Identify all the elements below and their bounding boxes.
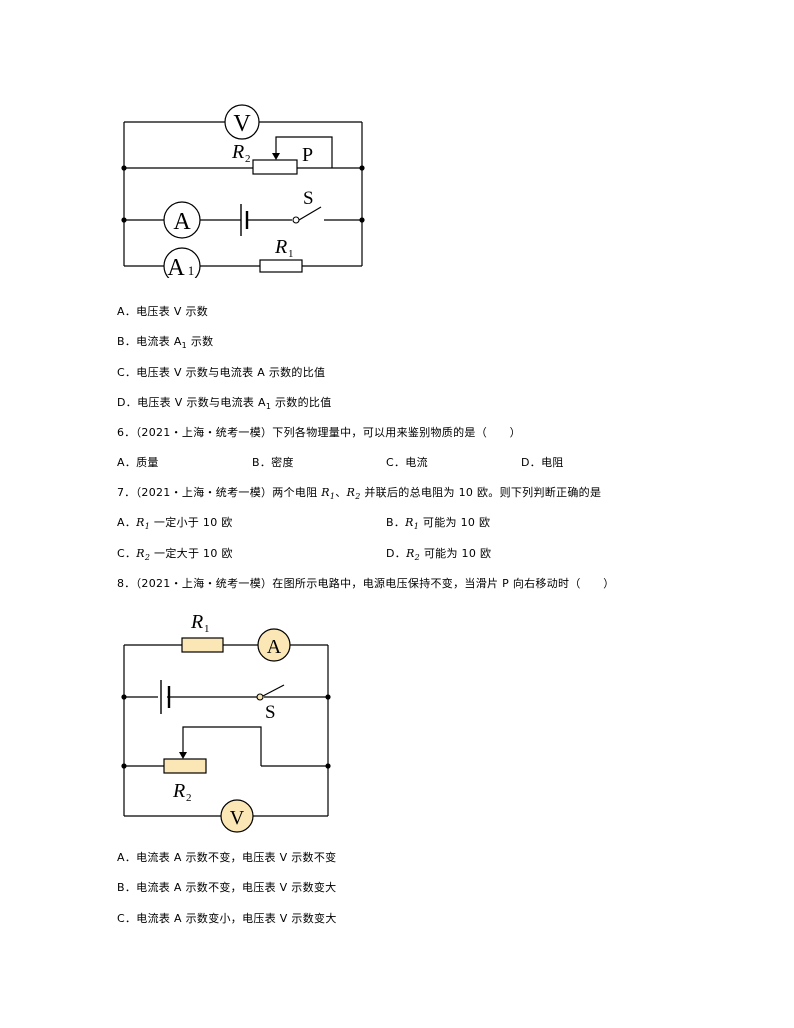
svg-text:A: A bbox=[167, 255, 185, 278]
q7-a-pre: A． bbox=[117, 516, 137, 529]
q7-c-sub: 2 bbox=[144, 553, 151, 562]
q5-option-c: C．电压表 V 示数与电流表 A 示数的比值 bbox=[117, 366, 326, 379]
q7-option-a: A．R1 一定小于 10 欧 bbox=[117, 516, 233, 534]
q8-option-c: C．电流表 A 示数变小，电压表 V 示数变大 bbox=[117, 912, 337, 925]
q7-r2: R bbox=[346, 486, 356, 499]
r2-label: R bbox=[231, 141, 244, 163]
q7-option-c: C．R2 一定大于 10 欧 bbox=[117, 547, 233, 565]
svg-text:A: A bbox=[267, 636, 282, 658]
r2-label-sub: 2 bbox=[245, 153, 251, 165]
slider-label: P bbox=[302, 144, 313, 166]
ammeter: A bbox=[163, 201, 201, 239]
q7-stem: 7．（2021・上海・统考一模）两个电阻 R1、R2 并联后的总电阻为 10 欧… bbox=[117, 486, 601, 504]
q5-option-d-text: D．电压表 V 示数与电流表 A bbox=[117, 396, 266, 409]
q7-d-post: 可能为 10 欧 bbox=[420, 547, 492, 560]
q8-option-a: A．电流表 A 示数不变，电压表 V 示数不变 bbox=[117, 851, 337, 864]
q5-option-b-sub: 1 bbox=[181, 341, 188, 350]
q7-b-r: R bbox=[405, 516, 414, 529]
q7-c-post: 一定大于 10 欧 bbox=[150, 547, 233, 560]
r1-label: R bbox=[274, 236, 287, 258]
q7-r1-sub: 1 bbox=[329, 492, 336, 501]
q7-r2-sub: 2 bbox=[355, 492, 361, 501]
svg-text:1: 1 bbox=[188, 263, 195, 278]
q7-option-d: D．R2 可能为 10 欧 bbox=[386, 547, 491, 565]
q5-option-d-sub: 1 bbox=[265, 402, 272, 411]
q5-option-b: B．电流表 A1 示数 bbox=[117, 335, 213, 353]
circuit-diagram-2: A V R 1 S R 2 bbox=[121, 611, 331, 833]
switch-label-2: S bbox=[265, 702, 276, 723]
q5-option-b-text: B．电流表 A bbox=[117, 335, 182, 348]
r2-label-2-sub: 2 bbox=[186, 792, 192, 804]
r1-label-sub: 1 bbox=[288, 248, 294, 260]
q5-option-b-tail: 示数 bbox=[187, 335, 214, 348]
r1-label-2: R bbox=[190, 611, 203, 633]
q6-option-c: C．电流 bbox=[386, 456, 428, 469]
svg-text:A: A bbox=[173, 209, 191, 235]
voltmeter: V bbox=[224, 104, 260, 140]
q7-stem-post: 并联后的总电阻为 10 欧。则下列判断正确的是 bbox=[360, 486, 602, 499]
q7-a-post: 一定小于 10 欧 bbox=[150, 516, 233, 529]
q7-c-r: R bbox=[136, 547, 145, 560]
q6-option-a: A．质量 bbox=[117, 456, 159, 469]
q7-a-r: R bbox=[136, 516, 145, 529]
svg-text:V: V bbox=[230, 807, 245, 829]
q6-option-d: D．电阻 bbox=[521, 456, 564, 469]
q7-d-pre: D． bbox=[386, 547, 407, 560]
q8-stem: 8．（2021・上海・统考一模）在图所示电路中，电源电压保持不变，当滑片 P 向… bbox=[117, 577, 615, 590]
q5-option-d: D．电压表 V 示数与电流表 A1 示数的比值 bbox=[117, 396, 332, 414]
q7-sep: 、 bbox=[335, 486, 347, 499]
voltmeter-2: V bbox=[220, 799, 254, 833]
q7-a-sub: 1 bbox=[144, 522, 151, 531]
q7-c-pre: C． bbox=[117, 547, 137, 560]
q7-b-post: 可能为 10 欧 bbox=[419, 516, 491, 529]
q7-b-pre: B． bbox=[386, 516, 406, 529]
switch-label: S bbox=[303, 188, 314, 209]
q6-stem: 6．（2021・上海・统考一模）下列各物理量中，可以用来鉴别物质的是（ ） bbox=[117, 426, 521, 439]
q7-d-r: R bbox=[406, 547, 415, 560]
circuit-diagram-1: V A A 1 R 2 P S R 1 bbox=[121, 104, 365, 278]
q6-option-b: B．密度 bbox=[252, 456, 294, 469]
q8-option-b: B．电流表 A 示数不变，电压表 V 示数变大 bbox=[117, 881, 337, 894]
q5-option-d-tail: 示数的比值 bbox=[271, 396, 332, 409]
r2-label-2: R bbox=[172, 780, 185, 802]
ammeter-2: A bbox=[257, 628, 291, 662]
q7-d-sub: 2 bbox=[414, 553, 421, 562]
q7-option-b: B．R1 可能为 10 欧 bbox=[386, 516, 490, 534]
svg-text:V: V bbox=[233, 111, 251, 137]
r1-label-2-sub: 1 bbox=[204, 623, 210, 635]
q7-r1: R bbox=[321, 486, 330, 499]
q5-option-a: A．电压表 V 示数 bbox=[117, 305, 209, 318]
q7-stem-pre: 7．（2021・上海・统考一模）两个电阻 bbox=[117, 486, 322, 499]
q7-b-sub: 1 bbox=[413, 522, 420, 531]
ammeter-a1: A 1 bbox=[163, 247, 201, 278]
